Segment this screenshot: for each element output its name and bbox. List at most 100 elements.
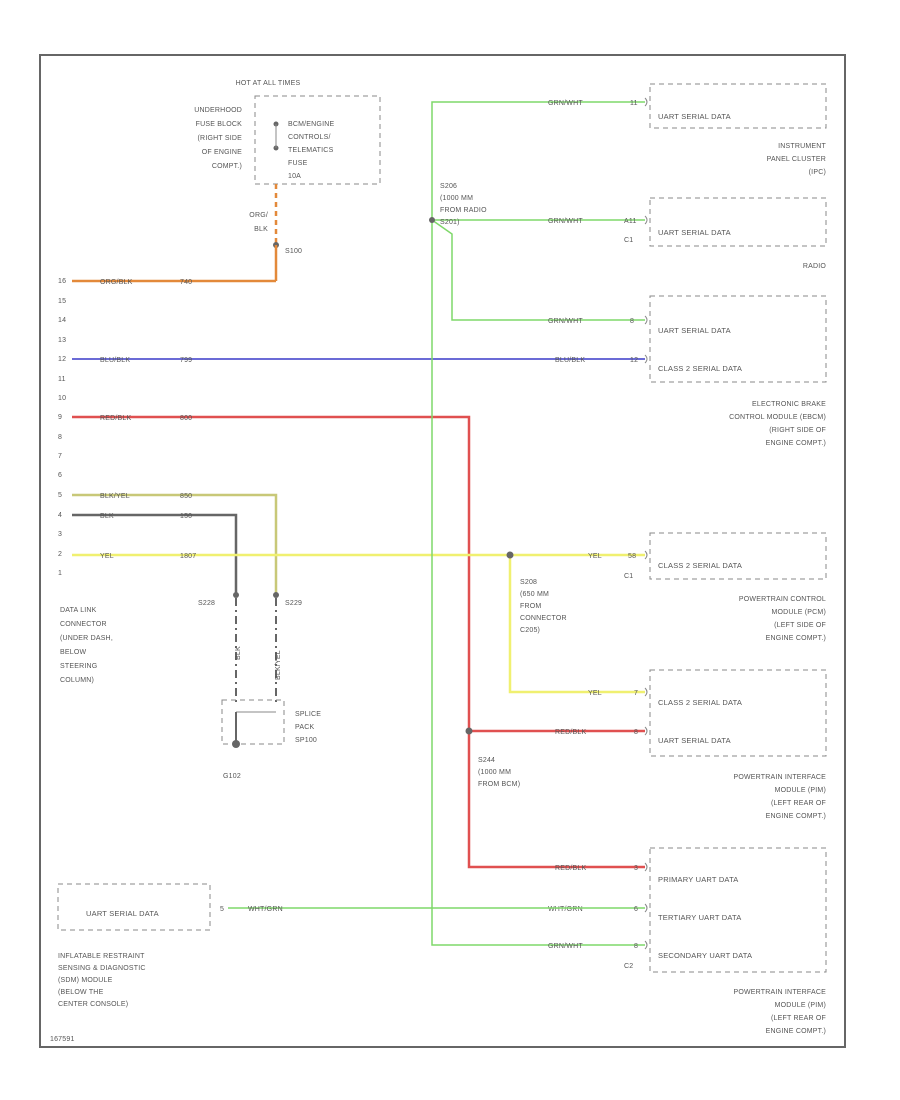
svg-text:SP100: SP100 [295, 737, 317, 744]
svg-text:(BELOW THE: (BELOW THE [58, 989, 104, 996]
module-pim2-terminal-tertiary: TERTIARY UART DATA [658, 913, 741, 922]
splice-s244-dot [465, 727, 473, 735]
svg-text:POWERTRAIN INTERFACE: POWERTRAIN INTERFACE [733, 774, 826, 781]
wire-dlc5-color: BLK [100, 513, 114, 520]
svg-text:16: 16 [58, 278, 66, 285]
sdm-label: INFLATABLE RESTRAINT SENSING & DIAGNOSTI… [58, 953, 145, 1008]
module-radio-terminal: UART SERIAL DATA [658, 228, 731, 237]
wire-ebcm-class2-label: BLU/BLK [555, 357, 585, 364]
module-pim1-box [649, 669, 827, 757]
svg-text:BELOW: BELOW [60, 649, 86, 656]
wire-pcm-label: YEL [588, 553, 602, 560]
module-pim2-terminal-primary: PRIMARY UART DATA [658, 875, 739, 884]
module-pim1-pin-class2: 7 [634, 690, 638, 697]
wire-dlc9-color: RED/BLK [100, 415, 131, 422]
hook-pim1-class2 [644, 687, 648, 697]
hook-pim1-uart [644, 726, 648, 736]
module-radio-pin: A11 [624, 218, 637, 225]
wire-pim2-secondary-label: GRN/WHT [548, 943, 583, 950]
svg-text:COMPT.): COMPT.) [212, 163, 242, 170]
svg-text:(LEFT REAR OF: (LEFT REAR OF [771, 800, 826, 807]
wire-dlc2-color: YEL [100, 553, 114, 560]
ground-wire-blk-label: BLK [235, 646, 242, 660]
svg-text:ENGINE COMPT.): ENGINE COMPT.) [766, 813, 826, 820]
figure-id: 167591 [50, 1036, 75, 1043]
fuse-wire-label: ORG/ BLK [249, 212, 268, 233]
svg-text:BLK: BLK [254, 226, 268, 233]
ground-g102-label: G102 [223, 773, 241, 780]
wire-dlc6-blkyel [72, 493, 278, 595]
module-pim1-terminal-uart: UART SERIAL DATA [658, 736, 731, 745]
svg-text:STEERING: STEERING [60, 663, 97, 670]
svg-text:ENGINE COMPT.): ENGINE COMPT.) [766, 1028, 826, 1035]
svg-text:4: 4 [58, 512, 62, 519]
svg-text:10: 10 [58, 395, 66, 402]
splice-pack-label: SPLICE PACK SP100 [295, 711, 321, 744]
wire-dlc12-color: BLU/BLK [100, 357, 130, 364]
fuse-hot-label: HOT AT ALL TIMES [236, 80, 301, 87]
svg-text:C205): C205) [520, 627, 540, 634]
svg-text:S244: S244 [478, 757, 495, 764]
svg-text:S206: S206 [440, 183, 457, 190]
wire-ipc-label: GRN/WHT [548, 100, 583, 107]
svg-text:FUSE: FUSE [288, 160, 308, 167]
wire-pim1-uart-label: RED/BLK [555, 729, 586, 736]
module-pim2-pin-primary: 3 [634, 865, 638, 872]
svg-text:FROM BCM): FROM BCM) [478, 781, 520, 788]
fuse-block-label: UNDERHOOD FUSE BLOCK (RIGHT SIDE OF ENGI… [194, 107, 242, 170]
wire-dlc16-ckt: 740 [180, 279, 192, 286]
svg-text:6: 6 [58, 472, 62, 479]
svg-text:7: 7 [58, 453, 62, 460]
svg-text:DATA LINK: DATA LINK [60, 607, 97, 614]
svg-text:CENTER CONSOLE): CENTER CONSOLE) [58, 1001, 128, 1008]
sdm-pin: 5 [220, 906, 224, 913]
svg-text:POWERTRAIN INTERFACE: POWERTRAIN INTERFACE [733, 989, 826, 996]
svg-text:S208: S208 [520, 579, 537, 586]
wire-s208-branch [508, 555, 645, 694]
svg-text:INFLATABLE RESTRAINT: INFLATABLE RESTRAINT [58, 953, 145, 960]
wire-dlc12-ckt: 799 [180, 357, 192, 364]
module-radio-name: RADIO [803, 263, 827, 270]
module-pim2-pin-secondary: 8 [634, 943, 638, 950]
module-pcm-terminal: CLASS 2 SERIAL DATA [658, 561, 742, 570]
splice-s100-label: S100 [285, 248, 302, 255]
svg-text:S201): S201) [440, 219, 460, 226]
svg-text:5: 5 [58, 492, 62, 499]
splice-s244-label: S244 (1000 MM FROM BCM) [478, 757, 520, 788]
wire-dlc9-ckt: 800 [180, 415, 192, 422]
svg-text:MODULE (PIM): MODULE (PIM) [775, 1002, 826, 1009]
svg-text:CONTROL MODULE (EBCM): CONTROL MODULE (EBCM) [729, 414, 826, 421]
svg-text:FROM RADIO: FROM RADIO [440, 207, 487, 214]
svg-text:14: 14 [58, 317, 66, 324]
svg-text:PACK: PACK [295, 724, 314, 731]
svg-text:MODULE (PIM): MODULE (PIM) [775, 787, 826, 794]
wire-dlc6-ckt: 850 [180, 493, 192, 500]
hook-ebcm-class2 [644, 354, 648, 364]
module-pim1-name: POWERTRAIN INTERFACE MODULE (PIM) (LEFT … [733, 774, 826, 820]
wire-sdm-label: WHT/GRN [248, 906, 283, 913]
module-ipc-name: INSTRUMENT PANEL CLUSTER (IPC) [767, 143, 827, 176]
module-pim2-name: POWERTRAIN INTERFACE MODULE (PIM) (LEFT … [733, 989, 826, 1035]
ground-g102-dot [232, 740, 240, 748]
svg-text:MODULE (PCM): MODULE (PCM) [771, 609, 826, 616]
fuse-name: BCM/ENGINE CONTROLS/ TELEMATICS FUSE 10A [288, 121, 334, 180]
terminal-hooks [644, 97, 648, 950]
module-radio-box [649, 197, 827, 247]
wire-ebcm-uart-label: GRN/WHT [548, 318, 583, 325]
splice-s229-dot [273, 592, 279, 598]
svg-text:POWERTRAIN CONTROL: POWERTRAIN CONTROL [739, 596, 826, 603]
module-pcm-pin: 58 [628, 553, 636, 560]
splice-s208-label: S208 (650 MM FROM CONNECTOR C205) [520, 579, 567, 634]
svg-text:(1000 MM: (1000 MM [478, 769, 511, 776]
module-pim2-pin-tertiary: 6 [634, 906, 638, 913]
splice-s208-dot [506, 551, 514, 559]
svg-text:ELECTRONIC BRAKE: ELECTRONIC BRAKE [752, 401, 826, 408]
svg-text:BCM/ENGINE: BCM/ENGINE [288, 121, 334, 128]
svg-text:CONTROLS/: CONTROLS/ [288, 134, 331, 141]
module-pcm-name: POWERTRAIN CONTROL MODULE (PCM) (LEFT SI… [739, 596, 826, 642]
module-ebcm-pin-uart: 8 [630, 318, 634, 325]
dlc-label: DATA LINK CONNECTOR (UNDER DASH, BELOW S… [60, 607, 113, 684]
svg-text:(SDM) MODULE: (SDM) MODULE [58, 977, 113, 984]
module-pim2-box [649, 847, 827, 973]
module-ipc-terminal: UART SERIAL DATA [658, 112, 731, 121]
